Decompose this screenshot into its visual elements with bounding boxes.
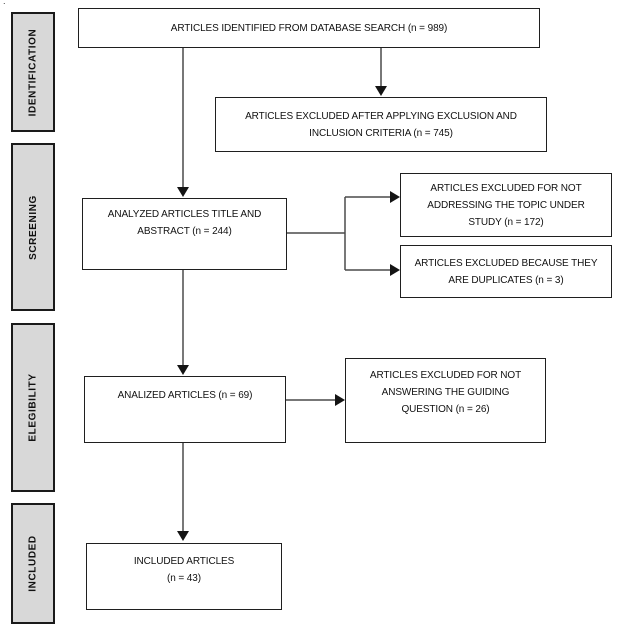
arrowhead-into-analized [177,365,189,375]
stage-label-screening: SCREENING [27,194,39,260]
arrowhead-into-excluded-topic [390,191,400,203]
node-excluded-by-criteria: ARTICLES EXCLUDED AFTER APPLYING EXCLUSI… [215,97,547,152]
arrowhead-into-included [177,531,189,541]
stage-label-elegibility: ELEGIBILITY [27,373,39,442]
node-analized-articles: ANALIZED ARTICLES (n = 69) [84,376,286,443]
node-excluded-off-topic: ARTICLES EXCLUDED FOR NOT ADDRESSING THE… [400,173,612,237]
node-included-articles: INCLUDED ARTICLES (n = 43) [86,543,282,610]
stage-label-included: INCLUDED [27,535,39,592]
corner-period-mark: . [3,0,6,6]
stage-bar-identification: IDENTIFICATION [11,12,55,132]
node-excluded-guiding-question: ARTICLES EXCLUDED FOR NOT ANSWERING THE … [345,358,546,443]
arrowhead-into-excluded-criteria [375,86,387,96]
arrowhead-into-excluded-duplicates [390,264,400,276]
arrowhead-into-analyzed [177,187,189,197]
node-excluded-duplicates: ARTICLES EXCLUDED BECAUSE THEY ARE DUPLI… [400,245,612,298]
stage-bar-elegibility: ELEGIBILITY [11,323,55,492]
node-analyzed-title-abstract: ANALYZED ARTICLES TITLE AND ABSTRACT (n … [82,198,287,270]
stage-label-identification: IDENTIFICATION [27,28,39,116]
node-articles-identified: ARTICLES IDENTIFIED FROM DATABASE SEARCH… [78,8,540,48]
stage-bar-screening: SCREENING [11,143,55,311]
stage-bar-included: INCLUDED [11,503,55,624]
arrowhead-into-excluded-guiding [335,394,345,406]
